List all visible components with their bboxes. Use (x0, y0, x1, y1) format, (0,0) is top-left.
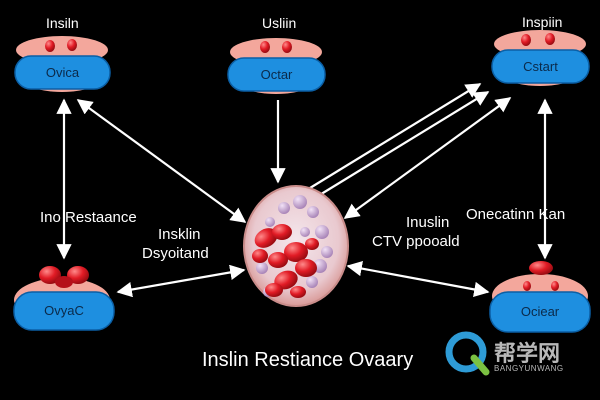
diagram-caption: Inslin Restiance Ovaary (202, 349, 414, 371)
arrow-topright-to-center-c (343, 97, 512, 219)
center-cell (243, 185, 349, 307)
node-top-left-pill-text: Ovica (45, 65, 80, 80)
node-top-right (491, 30, 590, 86)
arrow-bottomleft-to-center (116, 264, 246, 298)
label-left-2: Insklin (158, 226, 201, 243)
connector-arrows (56, 83, 553, 298)
node-bottom-left (13, 266, 115, 331)
node-bottom-right (489, 261, 591, 333)
label-right-2: CTV ppooald (372, 233, 460, 250)
arrow-topleft-to-center (76, 99, 247, 223)
node-top-right-label: Inspiin (522, 14, 563, 30)
label-left-3: Dsyoitand (142, 245, 209, 262)
watermark-logo-icon (445, 331, 490, 376)
arrow-topright-to-center-a (309, 83, 482, 189)
node-bottom-left-pill-text: OvyaC (44, 303, 84, 318)
arrow-bottomright-to-center (346, 260, 490, 298)
watermark-sub: BANGYUNWANG (494, 364, 564, 373)
node-top-left-label: Insiln (46, 15, 79, 31)
arrow-topright-to-center-b (317, 91, 490, 197)
node-top-left (14, 36, 111, 92)
label-left-1: Ino Restaance (40, 209, 137, 226)
node-bottom-right-pill-text: Ociear (520, 304, 560, 319)
node-top-center-label: Usliin (262, 15, 297, 31)
label-right-1: Inuslin (406, 214, 450, 231)
node-top-right-pill-text: Cstart (523, 59, 558, 74)
watermark-brand: 帮学网 (494, 342, 561, 367)
label-right-3: Onecatinn Kan (466, 206, 566, 223)
node-top-center (227, 38, 326, 94)
node-top-center-pill-text: Octar (260, 67, 293, 82)
